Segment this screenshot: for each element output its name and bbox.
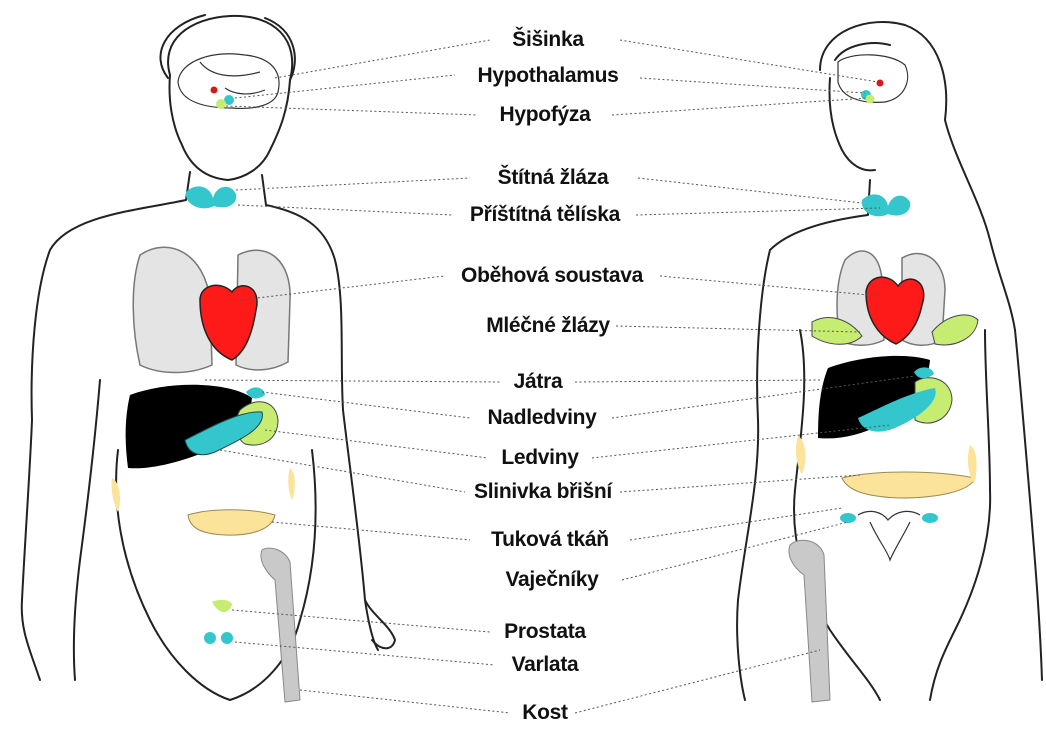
female-pituitary — [866, 95, 875, 104]
female-ovary-left — [840, 513, 856, 523]
leader-bone-male — [300, 690, 510, 713]
male-fat-side-right — [288, 468, 295, 500]
label-ovary: Vaječníky — [505, 568, 598, 592]
label-parathyroid: Příštítná tělíska — [470, 203, 620, 227]
leader-hypothalamus-female — [640, 78, 865, 93]
leader-fat-male — [272, 522, 470, 540]
label-fat-tissue: Tuková tkáň — [491, 528, 609, 552]
male-figure — [22, 15, 395, 702]
leader-kidney-male — [265, 430, 488, 458]
leader-adrenal-male — [262, 392, 470, 418]
leader-pineal-male — [275, 40, 490, 78]
male-brain-folds — [200, 62, 265, 94]
label-pancreas: Slinivka břišní — [474, 480, 612, 504]
female-pineal — [877, 80, 884, 87]
male-testis-left — [204, 632, 216, 644]
label-pineal: Šišinka — [512, 28, 583, 52]
label-liver: Játra — [514, 370, 563, 394]
female-brain — [838, 55, 908, 103]
leader-thyroid-male — [236, 178, 470, 190]
female-torso-outline — [737, 180, 1042, 700]
label-pituitary: Hypofýza — [500, 103, 591, 127]
male-prostate — [212, 600, 232, 612]
leader-liver-female — [575, 380, 820, 382]
leader-thyroid-female — [638, 178, 862, 203]
male-testis-right — [221, 632, 233, 644]
leader-pituitary-male — [226, 106, 478, 115]
female-femur — [789, 540, 830, 702]
label-thyroid: Štítná žláza — [498, 166, 609, 190]
female-fat-belly — [842, 472, 975, 498]
leader-hypothalamus-male — [235, 75, 455, 98]
male-pineal — [211, 87, 218, 94]
label-circulatory: Oběhová soustava — [461, 264, 643, 288]
female-ovary-right — [922, 513, 938, 523]
leader-testis-male — [235, 642, 495, 665]
female-thyroid — [862, 194, 910, 216]
label-adrenal: Nadledviny — [487, 406, 596, 430]
female-figure — [737, 22, 1042, 702]
leader-parathyroid-male — [238, 205, 452, 215]
label-bone: Kost — [522, 701, 567, 725]
male-thyroid — [186, 186, 236, 208]
label-testis: Varlata — [512, 653, 579, 677]
female-uterus — [858, 511, 920, 560]
leader-prostate-male — [232, 610, 490, 632]
leader-fat-female — [630, 508, 842, 540]
male-fat-side-left — [111, 478, 120, 512]
leader-bone-female — [575, 650, 820, 713]
label-mammary: Mléčné žlázy — [486, 314, 610, 338]
label-kidney: Ledviny — [501, 446, 578, 470]
leader-parathyroid-female — [636, 208, 880, 215]
leader-liver-male — [205, 380, 500, 382]
male-inner-arm-left — [74, 380, 100, 680]
label-hypothalamus: Hypothalamus — [477, 64, 618, 88]
male-fat-belly — [188, 510, 275, 535]
male-pituitary — [216, 99, 226, 109]
label-prostate: Prostata — [504, 620, 586, 644]
male-hair — [160, 15, 294, 80]
leader-pancreas-male — [220, 450, 465, 492]
leader-pancreas-female — [620, 475, 860, 492]
